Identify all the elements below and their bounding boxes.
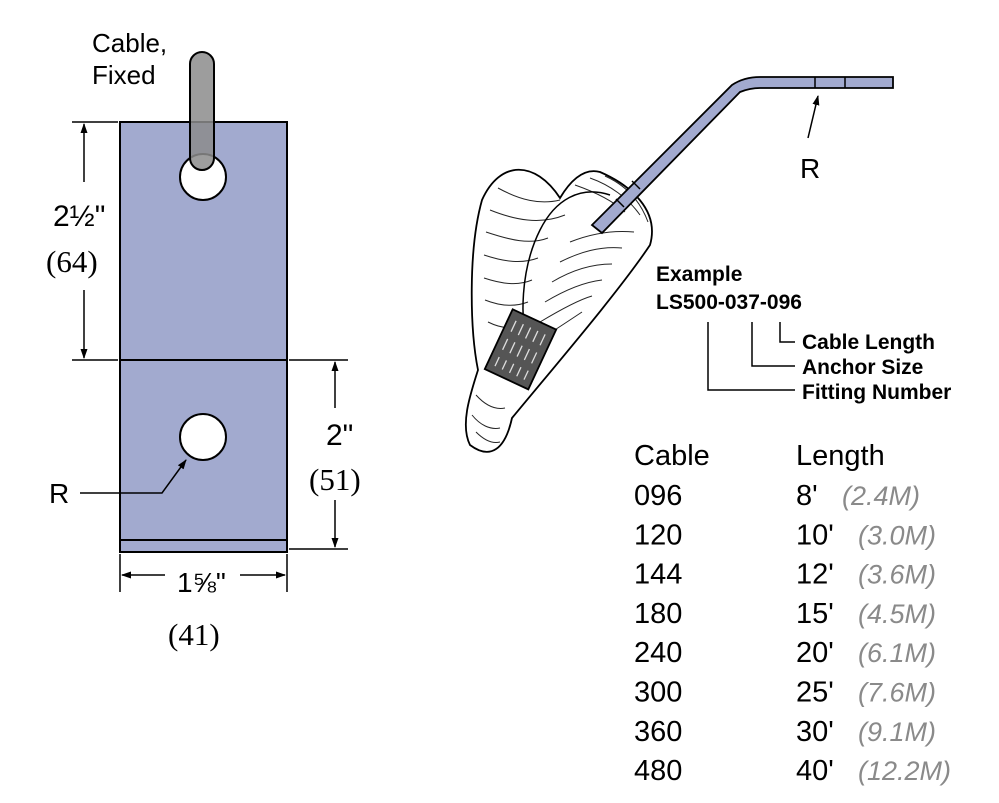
example-title: Example bbox=[656, 263, 742, 286]
table-cell-metric: (6.1M) bbox=[858, 638, 936, 668]
table-cell-code: 360 bbox=[634, 716, 682, 748]
radius-label-left: R bbox=[49, 478, 69, 509]
plate-side-profile bbox=[590, 76, 894, 235]
dim-width-inches: 1⅝" bbox=[177, 567, 226, 598]
table-cell-code: 120 bbox=[634, 519, 682, 551]
cable-label-line1: Cable, bbox=[92, 28, 167, 58]
table-cell-length: 25' bbox=[796, 677, 834, 709]
table-cell-code: 096 bbox=[634, 480, 682, 512]
cable-label-line2: Fixed bbox=[92, 60, 156, 90]
table-cell-length: 10' bbox=[796, 519, 834, 551]
radius-leader bbox=[80, 459, 187, 494]
dim-width-mm: (41) bbox=[168, 617, 220, 652]
legend-leaders bbox=[707, 322, 795, 391]
table-cell-code: 240 bbox=[634, 637, 682, 669]
table-cell-length: 40' bbox=[796, 755, 834, 787]
table-cell-metric: (7.6M) bbox=[858, 678, 936, 708]
side-view: R Example LS500-037-096 Cable Length Anc… bbox=[464, 76, 951, 453]
legend-anchor-size: Anchor Size bbox=[802, 356, 923, 379]
front-view: Cable, Fixed 2½" (64) 2" (51) 1⅝" (41) R bbox=[46, 28, 361, 652]
dim-height-upper-mm: (64) bbox=[46, 244, 98, 279]
table-cell-length: 12' bbox=[796, 559, 834, 591]
radius-label-right: R bbox=[800, 153, 820, 184]
example-code: LS500-037-096 bbox=[656, 291, 802, 314]
dim-height-upper-inches: 2½" bbox=[53, 200, 105, 233]
table-cell-code: 144 bbox=[634, 559, 682, 591]
dim-height-lower-inches: 2" bbox=[326, 419, 353, 452]
table-cell-length: 20' bbox=[796, 637, 834, 669]
fixed-cable bbox=[189, 51, 215, 171]
cable-length-table: Cable Length 096 8' (2.4M) 120 10' (3.0M) 144 1… bbox=[634, 440, 951, 787]
legend-cable-length: Cable Length bbox=[802, 331, 935, 354]
table-cell-metric: (3.6M) bbox=[858, 560, 936, 590]
table-cell-length: 15' bbox=[796, 598, 834, 630]
wire-rope-loop bbox=[464, 168, 653, 453]
table-cell-code: 180 bbox=[634, 598, 682, 630]
legend-fitting-number: Fitting Number bbox=[802, 381, 951, 404]
table-cell-metric: (9.1M) bbox=[858, 717, 936, 747]
dim-height-lower-mm: (51) bbox=[309, 462, 361, 497]
table-cell-metric: (3.0M) bbox=[858, 520, 936, 550]
table-header-cable: Cable bbox=[634, 440, 710, 472]
table-cell-metric: (2.4M) bbox=[842, 481, 920, 511]
radius-leader-right bbox=[807, 95, 820, 139]
table-cell-metric: (4.5M) bbox=[858, 599, 936, 629]
bottom-hole bbox=[179, 413, 227, 461]
table-cell-code: 300 bbox=[634, 677, 682, 709]
table-header-length: Length bbox=[796, 440, 885, 472]
table-cell-length: 30' bbox=[796, 716, 834, 748]
table-cell-length: 8' bbox=[796, 480, 818, 512]
table-cell-metric: (12.2M) bbox=[858, 756, 951, 786]
table-cell-code: 480 bbox=[634, 755, 682, 787]
swage-sleeve bbox=[483, 308, 558, 391]
